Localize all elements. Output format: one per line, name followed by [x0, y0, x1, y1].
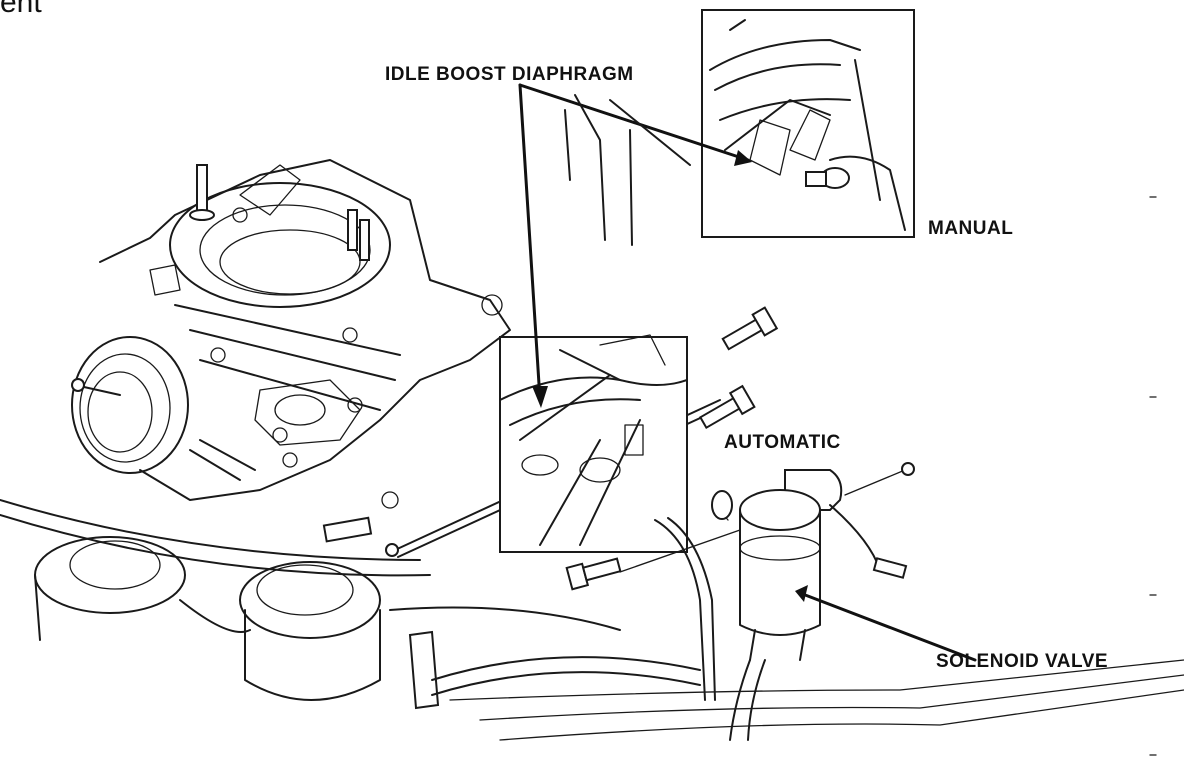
leader-lines	[518, 83, 977, 662]
manual-label: MANUAL	[928, 218, 1014, 239]
solenoid-valve-label: SOLENOID VALVE	[936, 651, 1109, 672]
automatic-label: AUTOMATIC	[724, 432, 841, 453]
page-heading-fragment: ent	[0, 0, 42, 19]
diaphragm-housing	[71, 336, 189, 474]
scan-marks	[1149, 196, 1157, 756]
mounting-bolts	[565, 306, 779, 591]
solenoid-valve	[711, 462, 915, 661]
vacuum-hoses	[389, 517, 1184, 741]
idle-boost-diaphragm-label: IDLE BOOST DIAPHRAGM	[385, 64, 634, 85]
automatic-inset	[499, 334, 688, 553]
air-cleaner-canisters	[0, 499, 431, 701]
carburetor	[99, 159, 511, 501]
manual-inset	[701, 9, 915, 238]
